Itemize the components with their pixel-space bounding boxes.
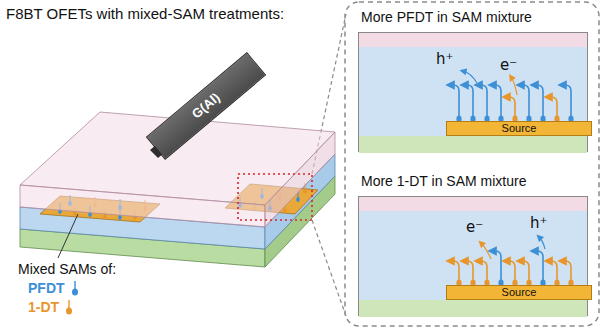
legend-swatch (70, 280, 80, 296)
carrier-arrow (481, 243, 491, 259)
figure-title: F8BT OFETs with mixed-SAM treatments: (6, 5, 284, 22)
panel-heading: More 1-DT in SAM mixture (361, 173, 526, 189)
interface-panel: More PFDT in SAM mixtureSource (358, 32, 588, 152)
molecule-chain (492, 85, 501, 121)
molecule-chain (562, 85, 571, 121)
callout-frame (345, 2, 599, 326)
dielectric-band (359, 33, 587, 47)
swatch-head (66, 308, 72, 315)
molecule-chain (534, 251, 543, 285)
panel-heading: More PFDT in SAM mixture (361, 9, 532, 25)
carrier-symbol: h⁺ (530, 214, 547, 232)
legend-swatch (64, 299, 74, 315)
zoom-line (312, 220, 346, 316)
dielectric-band (359, 197, 587, 211)
electrode-label: Source (447, 286, 591, 299)
dielectric-side (265, 132, 335, 227)
substrate-band (359, 136, 587, 153)
interface-panel: More 1-DT in SAM mixtureSource (358, 196, 588, 316)
legend-text: PFDT (28, 280, 65, 296)
molecule-head (283, 208, 287, 213)
legend-item: 1-DT (28, 299, 74, 315)
molecule-chain (478, 85, 487, 121)
source-electrode: Source (446, 121, 592, 136)
carrier-symbol: h⁺ (436, 50, 453, 68)
source-electrode: Source (446, 285, 592, 300)
legend-item: PFDT (28, 280, 80, 296)
molecule-chain (492, 251, 501, 285)
molecule-head (118, 215, 122, 220)
molecule-chain (534, 85, 543, 121)
carrier-symbol: e⁻ (500, 56, 517, 74)
substrate-band (359, 300, 587, 317)
molecule-head (103, 214, 107, 219)
zoom-box (238, 174, 312, 220)
molecule-head (303, 189, 307, 194)
molecule-chain (464, 85, 473, 121)
leader-line (58, 214, 78, 258)
molecule-chain (450, 85, 459, 121)
molecule-chain (520, 85, 529, 121)
carrier-arrow (463, 71, 477, 83)
swatch-head (72, 289, 78, 296)
legend-heading: Mixed SAMs of: (18, 261, 116, 277)
legend-text: 1-DT (28, 299, 59, 315)
molecule-head (296, 197, 300, 202)
carrier-symbol: e⁻ (466, 218, 483, 236)
electrode-label: Source (447, 122, 591, 135)
carrier-arrow (539, 237, 545, 249)
carrier-arrow (511, 77, 517, 95)
dielectric-front (20, 185, 265, 227)
